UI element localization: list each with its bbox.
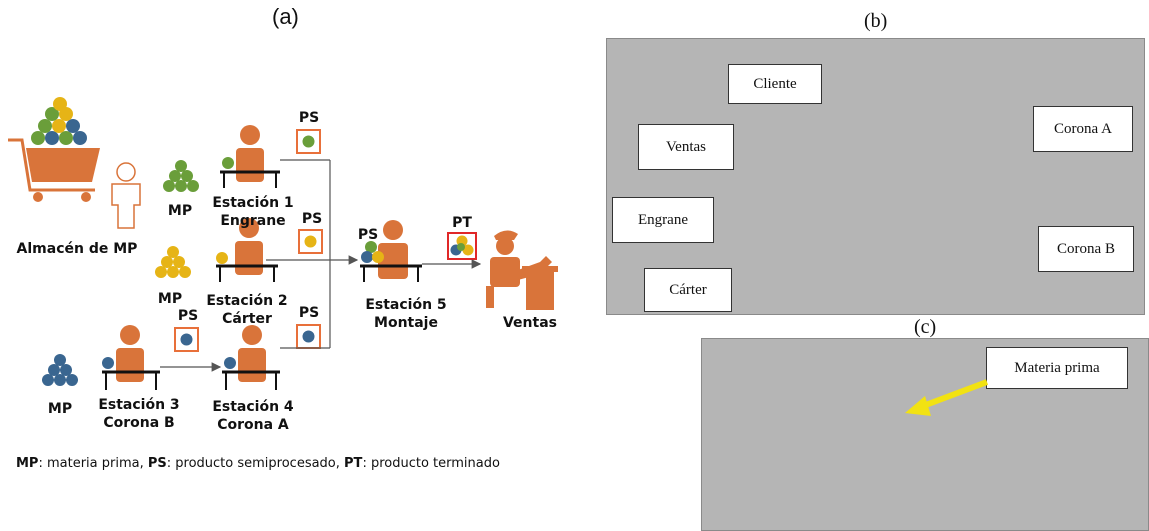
photo-label-corona-a: Corona A — [1033, 106, 1133, 152]
panel-label-b: (b) — [864, 10, 888, 32]
legend-mp-desc: : materia prima, — [38, 456, 148, 471]
ps-label-3: PS — [177, 308, 199, 324]
station-5-subtitle: Montaje — [374, 315, 438, 331]
shopping-cart-icon — [8, 138, 100, 202]
ps-label-4: PS — [298, 305, 320, 321]
legend-pt-desc: : producto terminado — [362, 456, 500, 471]
sales-person-icon — [486, 230, 558, 310]
panel-label-a: (a) — [272, 4, 299, 29]
process-flow-diagram — [8, 97, 558, 390]
station-5-title: Estación 5 — [365, 297, 447, 313]
station-3-subtitle: Corona B — [103, 415, 175, 431]
legend-ps-desc: : producto semiprocesado, — [166, 456, 345, 471]
station-3-title: Estación 3 — [98, 397, 180, 413]
ps-label-1: PS — [298, 110, 320, 126]
classroom-photo-c: Materia prima — [701, 338, 1149, 531]
raw-material-pile-icon — [31, 97, 87, 145]
legend: MP: materia prima, PS: producto semiproc… — [16, 456, 500, 471]
photo-label-materia-prima: Materia prima — [986, 347, 1128, 389]
classroom-photo-b: Cliente Ventas Engrane Cárter Corona A C… — [606, 38, 1145, 315]
ps-label-2: PS — [301, 211, 323, 227]
warehouse-worker-icon — [111, 162, 141, 229]
station-2-subtitle: Cárter — [222, 311, 272, 327]
pt-box-icon — [447, 232, 477, 260]
station-2-title: Estación 2 — [206, 293, 288, 309]
flow-connectors — [160, 159, 482, 372]
warehouse-label: Almacén de MP — [16, 241, 138, 257]
photo-label-carter: Cárter — [644, 268, 732, 312]
mp-pile-green-icon — [163, 160, 199, 192]
photo-label-cliente: Cliente — [728, 64, 822, 104]
mp-label-yellow: MP — [157, 291, 183, 307]
sales-label: Ventas — [502, 315, 557, 331]
station-1-title: Estación 1 — [212, 195, 294, 211]
photo-label-corona-b: Corona B — [1038, 226, 1134, 272]
mp-label-blue: MP — [47, 401, 73, 417]
ps-box-blue-icon — [174, 327, 199, 352]
yellow-arrow-icon — [905, 379, 989, 416]
pt-label: PT — [452, 215, 472, 231]
photo-label-ventas: Ventas — [638, 124, 734, 170]
photo-label-engrane: Engrane — [612, 197, 714, 243]
ps-label-5: PS — [357, 227, 379, 243]
station-3-worker-icon — [102, 325, 160, 390]
ps-box-green-icon — [296, 129, 321, 154]
station-4-worker-icon — [222, 325, 280, 390]
panel-label-c: (c) — [914, 316, 937, 338]
legend-ps-key: PS — [147, 456, 167, 471]
legend-mp-key: MP — [16, 456, 39, 471]
mp-pile-yellow-icon — [155, 246, 191, 278]
station-1-subtitle: Engrane — [220, 213, 286, 229]
ps-box-yellow-icon — [298, 229, 323, 254]
station-5-worker-icon — [360, 220, 422, 282]
legend-pt-key: PT — [344, 456, 363, 471]
station-2-worker-icon — [216, 218, 278, 282]
mp-label-green: MP — [167, 203, 193, 219]
station-1-worker-icon — [220, 125, 280, 188]
mp-pile-blue-icon — [42, 354, 78, 386]
ps-box-blue-2-icon — [296, 324, 321, 349]
station-4-subtitle: Corona A — [217, 417, 289, 433]
station-4-title: Estación 4 — [212, 399, 294, 415]
